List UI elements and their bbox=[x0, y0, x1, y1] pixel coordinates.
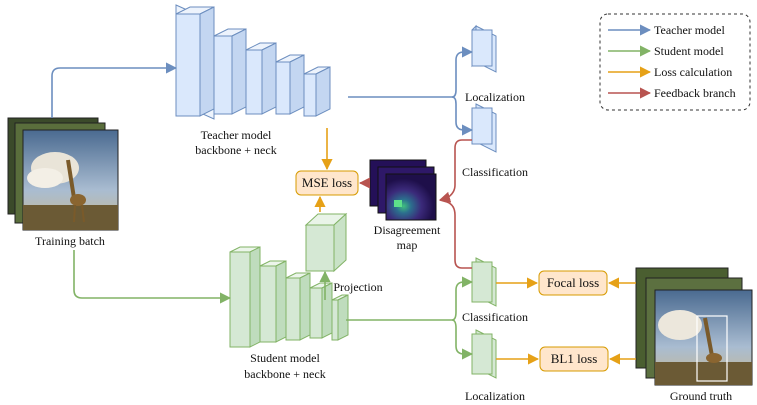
bl1-loss-box: BL1 loss bbox=[539, 346, 609, 372]
teacher-flows bbox=[51, 46, 474, 136]
legend-label-student: Student model bbox=[654, 44, 724, 58]
teacher-block-2 bbox=[213, 28, 247, 115]
teacher-block-4 bbox=[275, 54, 305, 115]
student-classification-label: Classification bbox=[462, 310, 528, 324]
arrow-batch-to-student bbox=[73, 250, 232, 304]
teacher-block-5 bbox=[303, 66, 331, 117]
legend-label-teacher: Teacher model bbox=[654, 23, 725, 37]
projection-label: Projection bbox=[333, 280, 382, 294]
teacher-localization-head bbox=[471, 24, 497, 73]
legend-item-teacher: Teacher model bbox=[608, 23, 725, 37]
bl1-loss-label: BL1 loss bbox=[551, 351, 598, 366]
legend-label-loss: Loss calculation bbox=[654, 65, 732, 79]
arrow-student-to-localization bbox=[451, 319, 474, 360]
arrow-student-class-to-map bbox=[439, 199, 472, 269]
teacher-label-line2: backbone + neck bbox=[195, 143, 276, 157]
student-block-4 bbox=[309, 282, 333, 339]
focal-loss-label: Focal loss bbox=[547, 275, 599, 290]
disagreement-label-line2: map bbox=[397, 238, 418, 252]
arrow-teacher-class-to-map bbox=[438, 139, 472, 203]
student-block-5 bbox=[331, 294, 349, 341]
legend: Teacher model Student model Loss calcula… bbox=[599, 13, 751, 111]
student-classification-head bbox=[471, 257, 497, 307]
focal-loss-box: Focal loss bbox=[538, 270, 608, 296]
student-label-line1: Student model bbox=[250, 351, 320, 365]
mse-loss-box: MSE loss bbox=[295, 170, 359, 196]
legend-label-feedback: Feedback branch bbox=[654, 86, 736, 100]
training-image-front bbox=[22, 129, 119, 231]
teacher-classification-head bbox=[471, 103, 497, 153]
teacher-block-3 bbox=[245, 42, 277, 115]
ground-truth-front bbox=[654, 289, 753, 386]
legend-frame bbox=[599, 13, 751, 111]
ground-truth-bounding-box bbox=[696, 315, 728, 382]
arrow-teacher-to-localization bbox=[451, 46, 474, 98]
legend-item-feedback: Feedback branch bbox=[608, 86, 736, 100]
student-label-line2: backbone + neck bbox=[244, 367, 325, 381]
teacher-localization-label: Localization bbox=[465, 90, 525, 104]
ground-truth: Ground truth bbox=[635, 267, 753, 403]
mse-loss-label: MSE loss bbox=[302, 175, 352, 190]
arrow-batch-to-teacher bbox=[51, 62, 178, 118]
arrow-teacher-to-classification bbox=[451, 96, 474, 136]
teacher-label-line1: Teacher model bbox=[201, 128, 272, 142]
student-blocks bbox=[229, 246, 349, 348]
loss-flows bbox=[314, 128, 636, 365]
student-block-1 bbox=[229, 246, 261, 348]
teacher-block-1 bbox=[175, 6, 215, 117]
training-batch: Training batch bbox=[7, 117, 119, 248]
training-batch-label: Training batch bbox=[35, 234, 105, 248]
teacher-classification-label: Classification bbox=[462, 165, 528, 179]
legend-item-loss: Loss calculation bbox=[608, 65, 732, 79]
feedback-flows bbox=[358, 139, 472, 269]
student-block-2 bbox=[259, 260, 287, 343]
student-localization-label: Localization bbox=[465, 389, 525, 403]
disagreement-map bbox=[369, 159, 437, 221]
student-flows bbox=[73, 250, 474, 360]
student-localization-head bbox=[471, 329, 497, 379]
arrow-student-to-classification bbox=[451, 276, 474, 321]
teacher-blocks bbox=[175, 6, 331, 117]
disagreement-label-line1: Disagreement bbox=[374, 223, 441, 237]
student-block-3 bbox=[285, 272, 311, 341]
legend-item-student: Student model bbox=[608, 44, 724, 58]
ground-truth-label: Ground truth bbox=[670, 389, 732, 403]
projection-block bbox=[304, 212, 348, 273]
